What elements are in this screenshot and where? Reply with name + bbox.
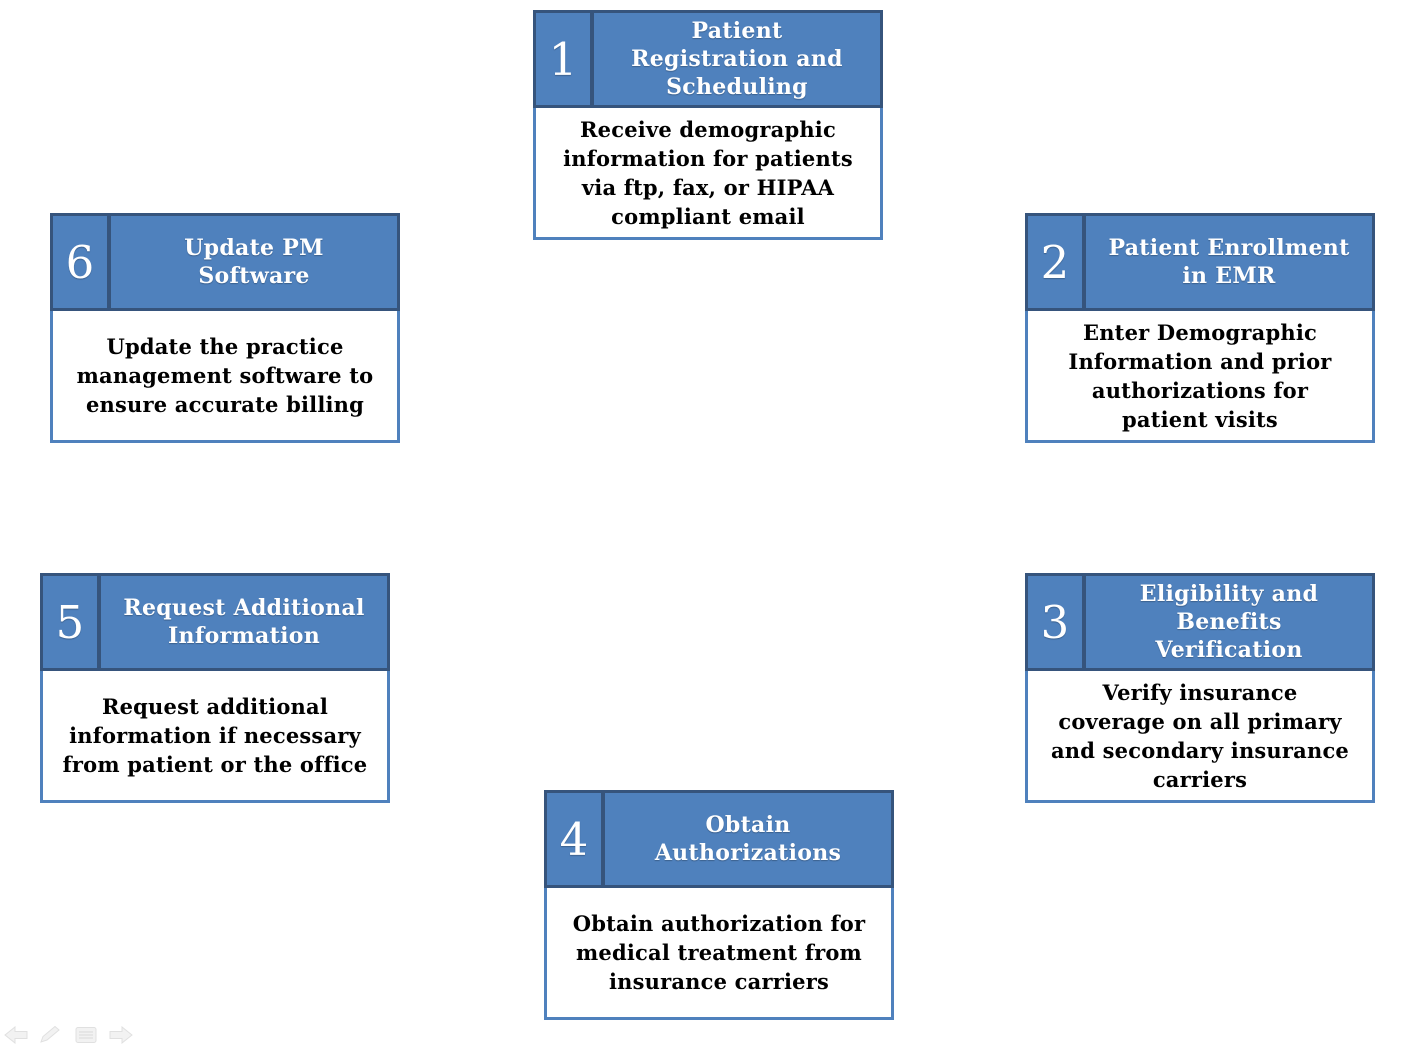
step-5-header: 5 Request Additional Information [40, 573, 390, 671]
step-6-number: 6 [53, 216, 111, 308]
step-6-title: Update PM Software [184, 235, 324, 289]
step-1-title: Patient Registration and Scheduling [631, 18, 843, 100]
step-2-header: 2 Patient Enrollment in EMR [1025, 213, 1375, 311]
step-box-5: 5 Request Additional Information Request… [40, 573, 390, 803]
step-2-number: 2 [1028, 216, 1086, 308]
step-6-description: Update the practice management software … [50, 311, 400, 443]
step-5-title: Request Additional Information [123, 595, 365, 649]
step-1-number: 1 [536, 13, 594, 105]
step-4-description: Obtain authorization for medical treatme… [544, 888, 894, 1020]
step-2-title: Patient Enrollment in EMR [1108, 235, 1350, 289]
step-6-header: 6 Update PM Software [50, 213, 400, 311]
pen-annotation-icon[interactable] [39, 1026, 63, 1044]
step-4-header: 4 Obtain Authorizations [544, 790, 894, 888]
step-2-description: Enter Demographic Information and prior … [1025, 311, 1375, 443]
step-1-description: Receive demographic information for pati… [533, 108, 883, 240]
step-4-number: 4 [547, 793, 605, 885]
step-4-title: Obtain Authorizations [654, 812, 842, 866]
step-3-title: Eligibility and Benefits Verification [1139, 581, 1319, 663]
step-3-header: 3 Eligibility and Benefits Verification [1025, 573, 1375, 671]
step-box-6: 6 Update PM Software Update the practice… [50, 213, 400, 443]
step-5-number: 5 [43, 576, 101, 668]
next-slide-arrow-icon[interactable] [109, 1026, 133, 1044]
previous-slide-arrow-icon[interactable] [4, 1026, 28, 1044]
step-1-header: 1 Patient Registration and Scheduling [533, 10, 883, 108]
step-box-1: 1 Patient Registration and Scheduling Re… [533, 10, 883, 240]
step-3-number: 3 [1028, 576, 1086, 668]
step-box-3: 3 Eligibility and Benefits Verification … [1025, 573, 1375, 803]
step-5-description: Request additional information if necess… [40, 671, 390, 803]
step-box-4: 4 Obtain Authorizations Obtain authoriza… [544, 790, 894, 1020]
slideshow-nav-controls [4, 1026, 133, 1044]
step-3-description: Verify insurance coverage on all primary… [1025, 671, 1375, 803]
step-box-2: 2 Patient Enrollment in EMR Enter Demogr… [1025, 213, 1375, 443]
slide-menu-icon[interactable] [74, 1026, 98, 1044]
